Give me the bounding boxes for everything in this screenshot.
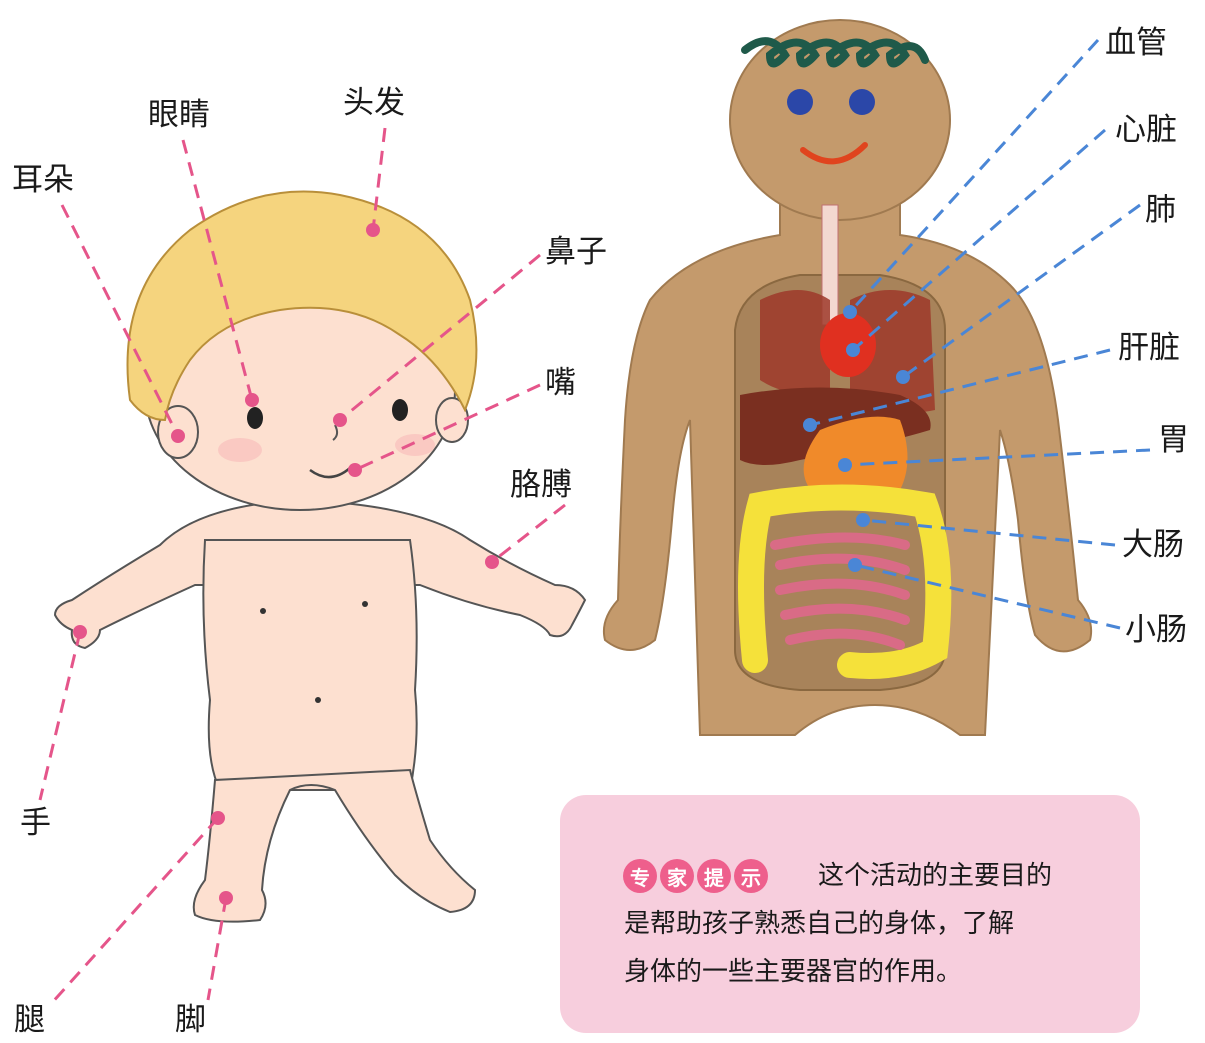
- yarn-hair: [745, 41, 925, 63]
- tip-heading-char: 提: [697, 859, 731, 893]
- expert-tip-heading: 专 家 提 示: [623, 859, 768, 893]
- dot-hair: [366, 223, 380, 237]
- label-mouth: 嘴: [545, 368, 576, 399]
- label-ear: 耳朵: [12, 165, 74, 196]
- label-liver: 肝脏: [1118, 333, 1180, 364]
- dot-leg: [211, 811, 225, 825]
- label-leg: 腿: [14, 1005, 45, 1036]
- dot-foot: [219, 891, 233, 905]
- label-small-intestine: 小肠: [1125, 615, 1187, 646]
- label-hair: 头发: [343, 88, 405, 119]
- heart: [820, 313, 876, 377]
- child-legs: [194, 770, 475, 922]
- dot-mouth: [348, 463, 362, 477]
- label-blood-vessel: 血管: [1105, 28, 1167, 59]
- dot-small-intestine: [848, 558, 862, 572]
- dot-hand: [73, 625, 87, 639]
- button-eye-left: [787, 89, 813, 115]
- tip-line-2: 是帮助孩子熟悉自己的身体，了解: [624, 911, 1014, 937]
- label-nose: 鼻子: [545, 237, 607, 268]
- tip-line-1: 这个活动的主要目的: [818, 863, 1052, 889]
- leader-hand: [40, 632, 80, 800]
- dot-heart: [846, 343, 860, 357]
- button-eye-right: [849, 89, 875, 115]
- tip-line-3: 身体的一些主要器官的作用。: [624, 959, 962, 985]
- dot-liver: [803, 418, 817, 432]
- dot-stomach: [838, 458, 852, 472]
- label-eye: 眼睛: [148, 100, 210, 131]
- label-stomach: 胃: [1158, 425, 1189, 456]
- leader-leg: [50, 818, 218, 1005]
- dot-lung: [896, 370, 910, 384]
- leader-arm: [492, 505, 565, 562]
- dot-ear: [171, 429, 185, 443]
- tip-heading-char: 家: [660, 859, 694, 893]
- label-heart: 心脏: [1115, 115, 1177, 146]
- label-lung: 肺: [1145, 195, 1176, 226]
- dot-large-intestine: [856, 513, 870, 527]
- tip-heading-char: 专: [623, 859, 657, 893]
- label-hand: 手: [20, 808, 51, 839]
- child-torso: [203, 540, 416, 790]
- dot-arm: [485, 555, 499, 569]
- label-arm: 胳膊: [510, 470, 572, 501]
- dot-blood-vessel: [843, 305, 857, 319]
- label-large-intestine: 大肠: [1122, 530, 1184, 561]
- tip-heading-char: 示: [734, 859, 768, 893]
- label-foot: 脚: [175, 1005, 206, 1036]
- child-figure: [55, 192, 585, 922]
- dot-eye: [245, 393, 259, 407]
- dot-nose: [333, 413, 347, 427]
